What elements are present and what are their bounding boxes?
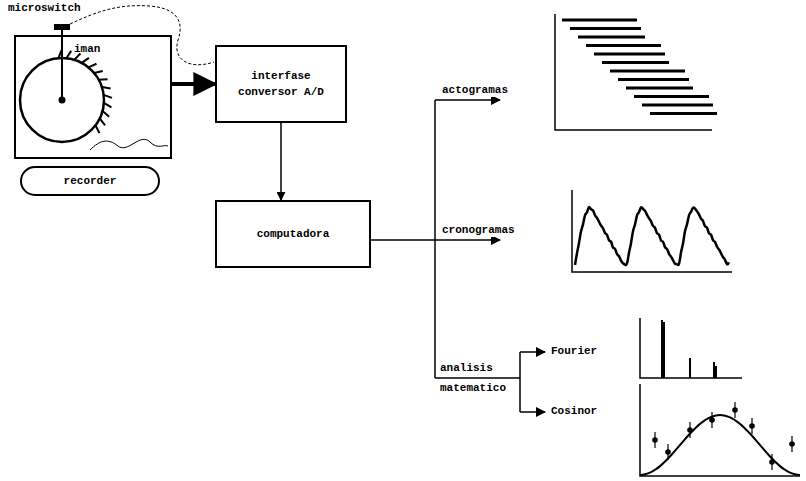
data-point: [652, 437, 658, 443]
method-label: Fourier: [549, 345, 599, 358]
output-line: [370, 239, 435, 241]
method-label: Cosinor: [549, 405, 599, 418]
wheel-tooth: [94, 71, 103, 73]
data-point: [749, 423, 755, 429]
fourier-axes: [640, 318, 742, 378]
output-bus: [434, 100, 436, 378]
node-label: computadora: [257, 226, 330, 243]
output-label: analisis: [438, 362, 495, 375]
wheel-tooth: [100, 118, 105, 125]
output-arrow: [435, 99, 500, 101]
data-point: [732, 407, 738, 413]
connector-arrow: [280, 123, 282, 200]
cosinor-points: [652, 402, 795, 470]
activity-bar: [634, 95, 709, 98]
chronogram-curve: [575, 207, 729, 265]
output-arrow: [435, 239, 500, 241]
wheel-tooth: [104, 103, 112, 108]
activity-bar: [610, 70, 685, 73]
recorder-box: recorder: [20, 166, 160, 196]
wheel-tooth: [66, 51, 71, 58]
wheel-spoke: [61, 28, 63, 100]
chronogram-axes: [572, 190, 732, 272]
activity-bar: [562, 19, 637, 22]
activity-bar: [586, 44, 661, 47]
actogram-bars: [562, 20, 717, 114]
output-label: actogramas: [440, 84, 510, 97]
activity-bar: [618, 78, 689, 81]
fourier-spectrum: [662, 320, 716, 378]
output-label: cronogramas: [440, 224, 517, 237]
wheel-tooth: [82, 58, 89, 63]
activity-bar: [594, 53, 665, 56]
output-bus: [519, 352, 521, 412]
node-label: iman: [74, 41, 100, 58]
process-box: computadora: [215, 200, 371, 268]
output-line: [435, 377, 520, 379]
wheel-tooth: [103, 111, 110, 117]
apparatus-box: iman: [14, 35, 172, 159]
cosinor-axes: [640, 384, 800, 476]
wheel-teeth: [58, 50, 112, 133]
wheel-tooth: [102, 87, 111, 88]
data-point: [665, 449, 671, 455]
data-point: [789, 441, 795, 447]
activity-bar: [570, 27, 641, 30]
trace-wire: [90, 139, 168, 150]
part-label: microswitch: [6, 2, 83, 15]
activity-bar: [650, 112, 717, 115]
wheel-tooth: [58, 50, 61, 58]
output-label: matematico: [438, 382, 508, 395]
activity-bar: [602, 61, 669, 64]
output-arrow: [520, 351, 545, 353]
process-box: interfase conversor A/D: [215, 45, 347, 123]
node-label: interfase conversor A/D: [236, 68, 326, 101]
node-label: recorder: [64, 173, 117, 190]
cosinor-curve: [640, 415, 800, 475]
activity-bar: [642, 104, 713, 107]
data-point: [769, 459, 775, 465]
activity-bar: [578, 36, 645, 39]
output-arrow: [520, 411, 545, 413]
wheel-tooth: [104, 95, 112, 98]
wheel-tooth: [96, 125, 100, 133]
microswitch-symbol: [54, 24, 70, 30]
wheel-tooth: [99, 78, 108, 80]
wheel-tooth: [88, 64, 96, 68]
activity-bar: [626, 87, 693, 90]
data-point: [687, 427, 693, 433]
data-point: [709, 417, 715, 423]
connector-arrow: [172, 82, 215, 86]
